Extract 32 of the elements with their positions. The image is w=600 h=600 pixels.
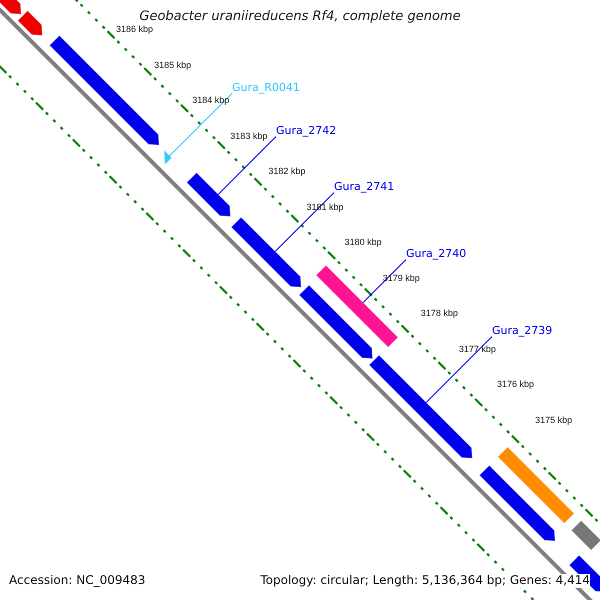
gene-label: Gura_2739 xyxy=(492,325,552,338)
gene-label: Gura_R0041 xyxy=(232,82,300,95)
scale-label: 3186 kbp xyxy=(116,24,154,34)
leader-line xyxy=(168,93,232,157)
scale-label: 3182 kbp xyxy=(268,166,306,176)
genome-title: Geobacter uraniireducens Rf4, complete genome xyxy=(138,10,462,25)
gene-feature xyxy=(478,464,556,542)
leader-line xyxy=(274,192,334,252)
gene-feature xyxy=(570,520,600,551)
gene-label: Gura_2742 xyxy=(276,125,336,138)
scale-label: 3178 kbp xyxy=(420,308,458,318)
leader-line xyxy=(426,336,492,403)
leader-line xyxy=(362,259,406,303)
scale-label: 3176 kbp xyxy=(497,379,534,390)
scale-label: 3180 kbp xyxy=(344,237,382,248)
gene-feature xyxy=(0,0,22,15)
genome-stats: Topology: circular; Length: 5,136,364 bp; Genes: 4,414 xyxy=(260,574,590,588)
scale-label: 3175 kbp xyxy=(535,414,572,425)
gene-feature xyxy=(17,10,43,36)
scale-label: 3177 kbp xyxy=(458,344,496,354)
gene-marker xyxy=(163,148,172,166)
gene-feature xyxy=(186,172,232,218)
accession-label: Accession: NC_009483 xyxy=(9,574,146,588)
gene-label: Gura_2740 xyxy=(406,248,466,261)
gene-label: Gura_2741 xyxy=(334,181,394,194)
leader-line xyxy=(218,136,276,195)
gene-feature xyxy=(497,446,575,524)
scale-label: 3183 kbp xyxy=(230,130,268,141)
scale-label: 3185 kbp xyxy=(154,60,192,70)
gene-feature xyxy=(298,284,374,360)
gene-feature xyxy=(230,216,302,288)
gene-feature xyxy=(368,354,473,459)
